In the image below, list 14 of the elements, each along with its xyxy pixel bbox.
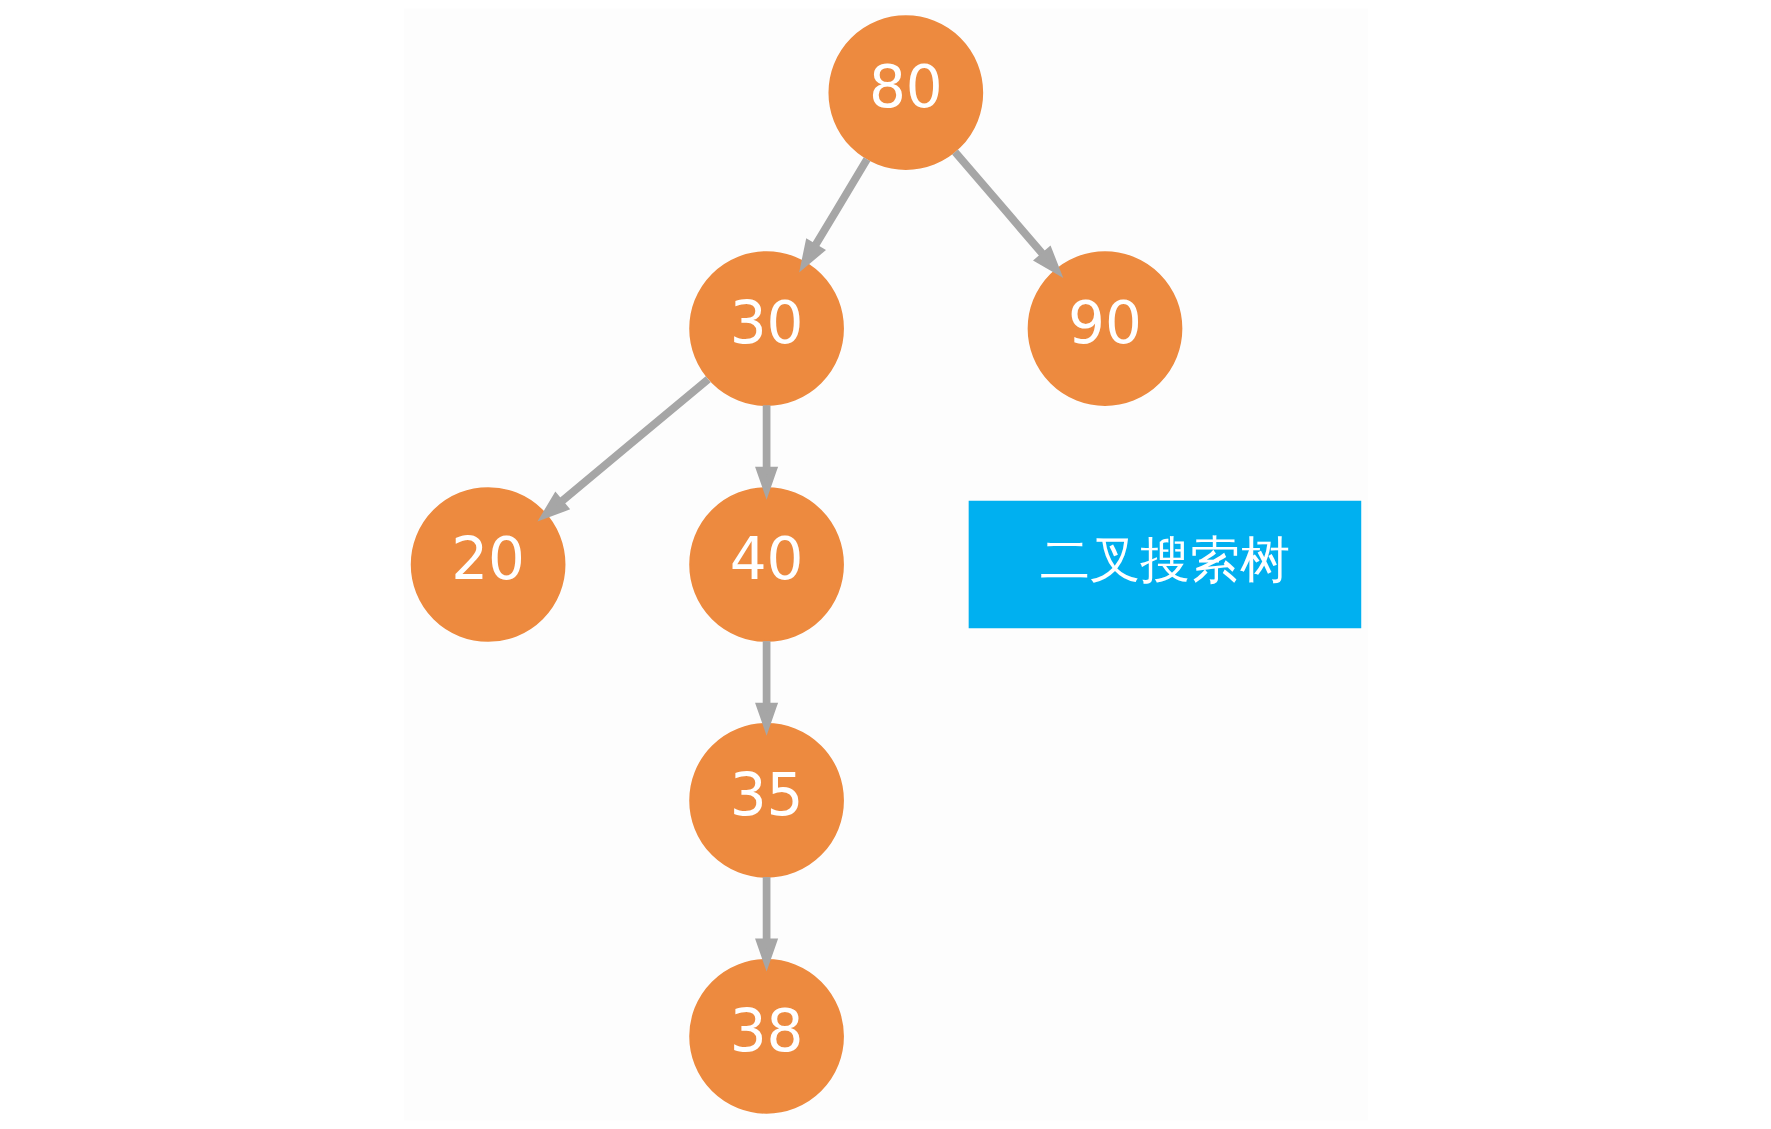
- arrow: [798, 157, 870, 273]
- node-circle: 90: [1027, 251, 1182, 406]
- arrow: [951, 149, 1063, 279]
- node-circle: 80: [827, 15, 983, 170]
- arrow: [754, 877, 778, 972]
- node-circle: 38: [688, 959, 844, 1114]
- node-box: 二叉搜索树: [968, 500, 1361, 629]
- arrow: [536, 376, 711, 522]
- node-circle: 20: [410, 487, 565, 642]
- node-circle: 35: [688, 723, 844, 878]
- node-circle: 40: [688, 487, 844, 642]
- arrow: [754, 405, 778, 500]
- arrow: [754, 641, 778, 736]
- node-circle: 30: [688, 251, 844, 406]
